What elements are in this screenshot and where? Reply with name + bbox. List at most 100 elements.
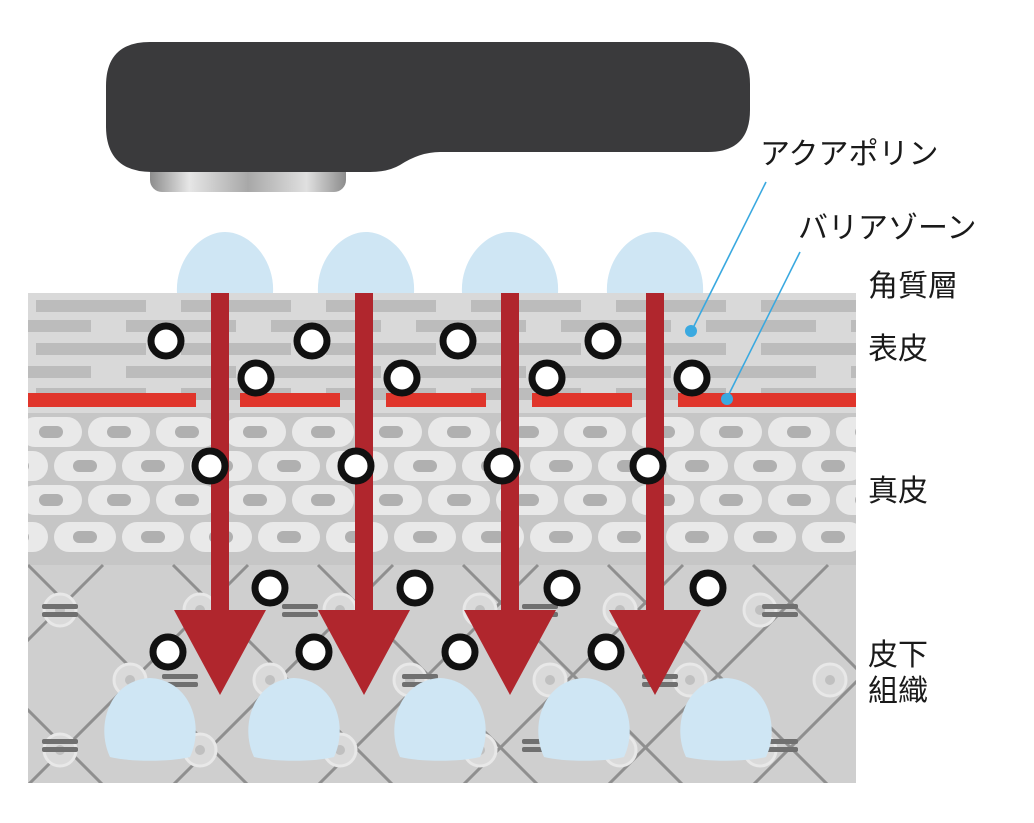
molecule-ring-icon	[677, 363, 707, 393]
dermis-nucleus	[413, 531, 437, 543]
device-body	[106, 42, 750, 172]
fat-cell-nucleus	[685, 675, 695, 685]
tissue-junction	[42, 604, 78, 609]
label-barrier-zone: バリアゾーン	[798, 211, 977, 247]
dermis-nucleus	[685, 460, 709, 472]
tissue-junction	[762, 612, 798, 617]
molecule-ring-icon	[633, 451, 663, 481]
molecule-ring-icon	[241, 363, 271, 393]
molecule-ring-icon	[588, 326, 618, 356]
dermis-nucleus	[73, 460, 97, 472]
label-epidermis: 表皮	[868, 332, 928, 368]
molecule-ring-icon	[487, 451, 517, 481]
dermis-nucleus	[277, 460, 301, 472]
epidermis-brick	[761, 300, 871, 312]
epidermis-brick	[181, 300, 291, 312]
tissue-junction	[42, 739, 78, 744]
dermis-nucleus	[617, 531, 641, 543]
label-dermis: 真皮	[868, 474, 928, 510]
tissue-junction	[42, 747, 78, 752]
dermis-nucleus	[175, 426, 199, 438]
dermis-nucleus	[107, 494, 131, 506]
epidermis-brick	[616, 343, 726, 355]
molecule-ring-icon	[153, 637, 183, 667]
label-subcutaneous-1: 皮下	[868, 638, 928, 674]
dermis-nucleus	[413, 460, 437, 472]
epidermis-brick	[326, 300, 436, 312]
tissue-junction	[282, 604, 318, 609]
tissue-junction	[522, 604, 558, 609]
barrier-segment	[678, 393, 856, 407]
molecule-ring-icon	[443, 326, 473, 356]
label-subcutaneous-2: 組織	[868, 674, 928, 710]
molecule-ring-icon	[151, 326, 181, 356]
dermis-nucleus	[277, 531, 301, 543]
dermis-nucleus	[243, 494, 267, 506]
dermis-nucleus	[549, 460, 573, 472]
molecule-ring-icon	[255, 573, 285, 603]
dermis-nucleus	[447, 494, 471, 506]
epidermis-brick	[851, 320, 961, 332]
tissue-junction	[42, 612, 78, 617]
label-aquaporin: アクアポリン	[760, 137, 939, 173]
epidermis-brick	[761, 343, 871, 355]
dermis-nucleus	[243, 426, 267, 438]
dermis-nucleus	[583, 426, 607, 438]
molecule-ring-icon	[547, 573, 577, 603]
dermis-nucleus	[141, 531, 165, 543]
tissue-junction	[282, 612, 318, 617]
water-droplet-icon	[318, 232, 414, 293]
dermis-nucleus	[583, 494, 607, 506]
dermis-nucleus	[141, 460, 165, 472]
dermis-nucleus	[311, 494, 335, 506]
dermis-nucleus	[73, 531, 97, 543]
molecule-ring-icon	[532, 363, 562, 393]
fat-cell-nucleus	[825, 675, 835, 685]
epidermis-brick	[0, 320, 91, 332]
water-droplet-icon	[462, 232, 558, 293]
handheld-device-icon	[106, 42, 750, 192]
dermis-nucleus	[175, 494, 199, 506]
dermis-nucleus	[719, 494, 743, 506]
dermis-nucleus	[889, 460, 913, 472]
dermis-nucleus	[5, 460, 29, 472]
label-stratum-corneum: 角質層	[868, 269, 958, 305]
molecule-ring-icon	[400, 573, 430, 603]
molecule-ring-icon	[693, 573, 723, 603]
dermis-nucleus	[787, 426, 811, 438]
epidermis-brick	[471, 300, 581, 312]
dermis-cell	[836, 417, 898, 447]
fat-cell-nucleus	[265, 675, 275, 685]
dermis-nucleus	[379, 494, 403, 506]
dermis-cell	[0, 522, 48, 552]
epidermis-brick	[706, 366, 816, 378]
tissue-junction	[762, 604, 798, 609]
epidermis-brick	[0, 366, 91, 378]
molecule-ring-icon	[297, 326, 327, 356]
dermis-nucleus	[549, 531, 573, 543]
dermis-nucleus	[821, 460, 845, 472]
dermis-nucleus	[855, 426, 879, 438]
dermis-nucleus	[311, 426, 335, 438]
dermis-nucleus	[379, 426, 403, 438]
molecule-ring-icon	[195, 451, 225, 481]
fat-cell-nucleus	[195, 745, 205, 755]
dermis-nucleus	[753, 460, 777, 472]
water-droplet-icon	[607, 232, 703, 293]
dermis-nucleus	[447, 426, 471, 438]
epidermis-brick	[36, 300, 146, 312]
epidermis-brick	[471, 343, 581, 355]
molecule-ring-icon	[387, 363, 417, 393]
dermis-nucleus	[39, 494, 63, 506]
molecule-ring-icon	[341, 451, 371, 481]
tissue-junction	[162, 674, 198, 679]
molecule-ring-icon	[591, 637, 621, 667]
epidermis-brick	[326, 343, 436, 355]
surface-water-droplets	[177, 232, 703, 293]
barrier-segment	[28, 393, 196, 407]
dermis-nucleus	[685, 531, 709, 543]
dermis-nucleus	[821, 531, 845, 543]
dermis-nucleus	[753, 531, 777, 543]
dermis-cell	[870, 522, 932, 552]
dermis-nucleus	[39, 426, 63, 438]
